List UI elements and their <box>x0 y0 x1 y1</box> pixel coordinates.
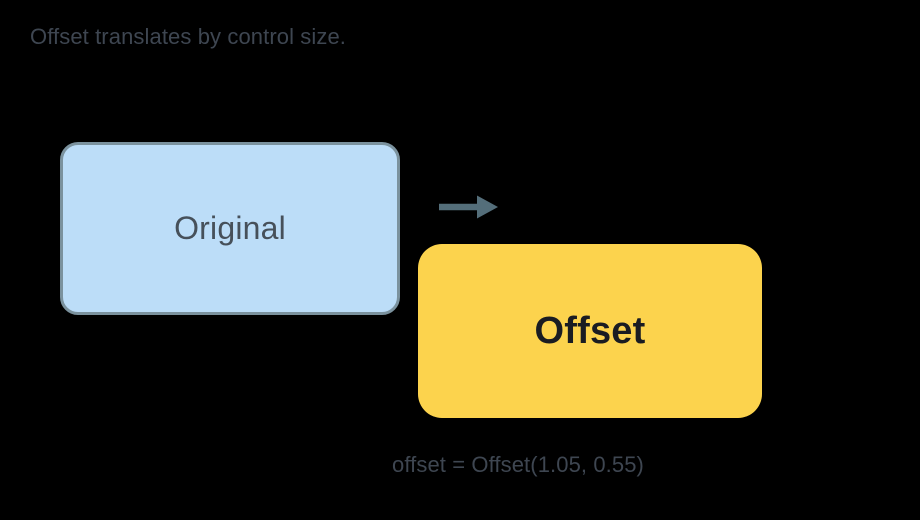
arrow-right-icon <box>436 190 502 224</box>
page-title: Offset translates by control size. <box>30 24 347 49</box>
offset-formula-caption: offset = Offset(1.05, 0.55) <box>392 452 644 477</box>
original-box-label: Original <box>174 210 286 246</box>
offset-box-label: Offset <box>534 309 646 352</box>
arrow-right-glyph <box>439 195 498 219</box>
offset-box: Offset <box>418 244 762 418</box>
original-box: Original <box>60 142 400 315</box>
